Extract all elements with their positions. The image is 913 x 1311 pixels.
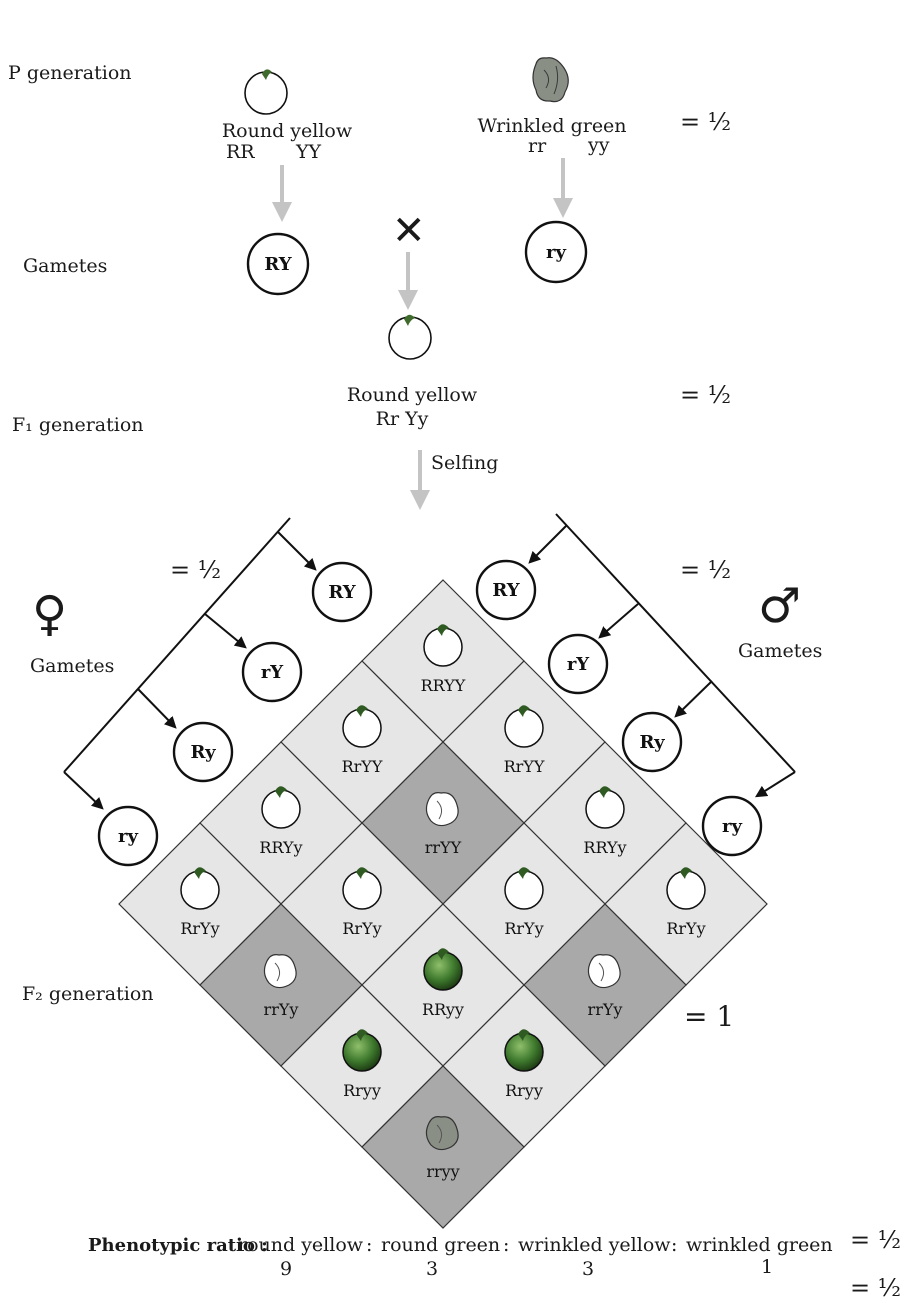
svg-text:Ry: Ry — [190, 742, 216, 763]
round-pea-icon — [666, 870, 706, 910]
fraction-male-branch: = ½ — [680, 556, 731, 584]
p-gamete-ry: ry — [524, 220, 588, 284]
svg-text:ry: ry — [722, 816, 742, 837]
punnett-cell-genotype: RrYY — [342, 757, 383, 776]
round-pea-icon — [342, 870, 382, 910]
ratio-round-green: round green — [381, 1234, 501, 1256]
parent-wrinkled-pea — [532, 57, 569, 103]
ratio-round-yellow: round yellow — [238, 1234, 364, 1256]
female-symbol: ♀ — [32, 586, 68, 642]
wrinkled-pea-icon — [263, 954, 297, 989]
ratio-wrinkled-green: wrinkled green — [686, 1234, 833, 1256]
punnett-cell-genotype: rrYy — [588, 1000, 623, 1019]
punnett-cell-rryy: rryy — [361, 1065, 525, 1229]
punnett-cell-genotype: Rryy — [505, 1081, 543, 1100]
wrinkled-pea-icon — [587, 954, 621, 989]
round-pea-icon — [585, 789, 625, 829]
ratio-separator-1: : — [366, 1234, 373, 1256]
punnett-cell-genotype: rrYy — [264, 1000, 299, 1019]
generation-arrows — [272, 158, 573, 510]
wrinkled-pea-icon — [425, 792, 459, 827]
punnett-cell-genotype: RrYy — [666, 919, 705, 938]
ratio-value-wrinkled-yellow: 3 — [582, 1258, 595, 1280]
round-pea-icon — [423, 951, 463, 991]
punnett-cell-genotype: RRyy — [422, 1000, 464, 1019]
f1-phenotype: Round yellow — [346, 384, 478, 406]
svg-text:RY: RY — [264, 254, 292, 275]
parent-right-genotype-b: yy — [588, 134, 610, 156]
svg-text:RY: RY — [328, 582, 356, 603]
male-gamete-ry: ry — [701, 795, 763, 857]
f1-generation-label: F₁ generation — [12, 414, 144, 436]
f2-generation-label: F₂ generation — [22, 983, 154, 1005]
fraction-p-row: = ½ — [680, 108, 731, 136]
female-gamete-rY: rY — [241, 641, 303, 703]
punnett-cell-genotype: RrYy — [180, 919, 219, 938]
gametes-label: Gametes — [23, 255, 108, 277]
cross-symbol: ✕ — [392, 208, 426, 254]
round-pea-icon — [342, 1032, 382, 1072]
punnett-cell-genotype: RrYY — [504, 757, 545, 776]
parent-left-phenotype: Round yellow — [221, 120, 353, 142]
male-gamete-RY: RY — [475, 559, 537, 621]
svg-text:ry: ry — [546, 242, 566, 263]
phenotype-ratio-title: Phenotypic ratio : — [88, 1235, 268, 1256]
svg-text:rY: rY — [567, 654, 590, 675]
fraction-ratio-row: = ½ — [850, 1226, 901, 1254]
round-pea-icon — [180, 870, 220, 910]
f1-genotype: Rr Yy — [375, 408, 429, 430]
fraction-f2-row: = 1 — [684, 1000, 735, 1033]
punnett-cell-genotype: RrYy — [504, 919, 543, 938]
parent-left-genotype-b: YY — [296, 141, 322, 163]
ratio-separator-3: : — [671, 1234, 678, 1256]
round-pea-icon — [504, 870, 544, 910]
f1-round-pea — [388, 314, 432, 360]
p-generation-label: P generation — [8, 62, 132, 84]
female-gametes-label: Gametes — [30, 655, 115, 677]
ratio-value-round-yellow: 9 — [280, 1258, 293, 1280]
punnett-cell-genotype: rrYY — [425, 838, 462, 857]
male-symbol: ♂ — [758, 578, 802, 634]
punnett-cell-genotype: RRYy — [259, 838, 302, 857]
female-gamete-ry: ry — [97, 805, 159, 867]
male-gamete-rY: rY — [547, 633, 609, 695]
round-pea-icon — [504, 1032, 544, 1072]
ratio-wrinkled-yellow: wrinkled yellow — [518, 1234, 671, 1256]
svg-text:rY: rY — [261, 662, 284, 683]
female-branch-lines — [63, 517, 317, 810]
fraction-bottom-corner: = ½ — [850, 1274, 901, 1302]
round-pea-icon — [342, 708, 382, 748]
round-pea-icon — [261, 789, 301, 829]
parent-right-phenotype: Wrinkled green — [477, 115, 627, 137]
ratio-value-wrinkled-green: 1 — [761, 1256, 774, 1278]
selfing-label: Selfing — [431, 452, 499, 474]
punnett-cell-genotype: Rryy — [343, 1081, 381, 1100]
female-gamete-RY: RY — [311, 561, 373, 623]
round-pea-icon — [504, 708, 544, 748]
wrinkled-pea-icon — [425, 1116, 459, 1151]
male-gametes-label: Gametes — [738, 640, 823, 662]
punnett-cell-genotype: RrYy — [342, 919, 381, 938]
parent-round-pea — [244, 69, 288, 115]
parent-right-genotype-a: rr — [528, 135, 547, 157]
fraction-female-branch: = ½ — [170, 556, 221, 584]
punnett-cell-genotype: RRYy — [583, 838, 626, 857]
male-gamete-Ry: Ry — [621, 711, 683, 773]
p-gamete-RY: RY — [246, 232, 310, 296]
parent-left-genotype-a: RR — [226, 141, 255, 163]
f1-gametes: RY rY Ry ry RY rY Ry ry — [97, 559, 763, 867]
male-branch-lines — [528, 513, 796, 798]
svg-text:ry: ry — [118, 826, 138, 847]
ratio-value-round-green: 3 — [426, 1258, 439, 1280]
punnett-cell-genotype: rryy — [426, 1162, 459, 1181]
ratio-separator-2: : — [503, 1234, 510, 1256]
svg-text:Ry: Ry — [639, 732, 665, 753]
round-pea-icon — [423, 627, 463, 667]
female-gamete-Ry: Ry — [172, 721, 234, 783]
punnett-cell-genotype: RRYY — [421, 676, 466, 695]
svg-text:RY: RY — [492, 580, 520, 601]
fraction-f1-row: = ½ — [680, 381, 731, 409]
